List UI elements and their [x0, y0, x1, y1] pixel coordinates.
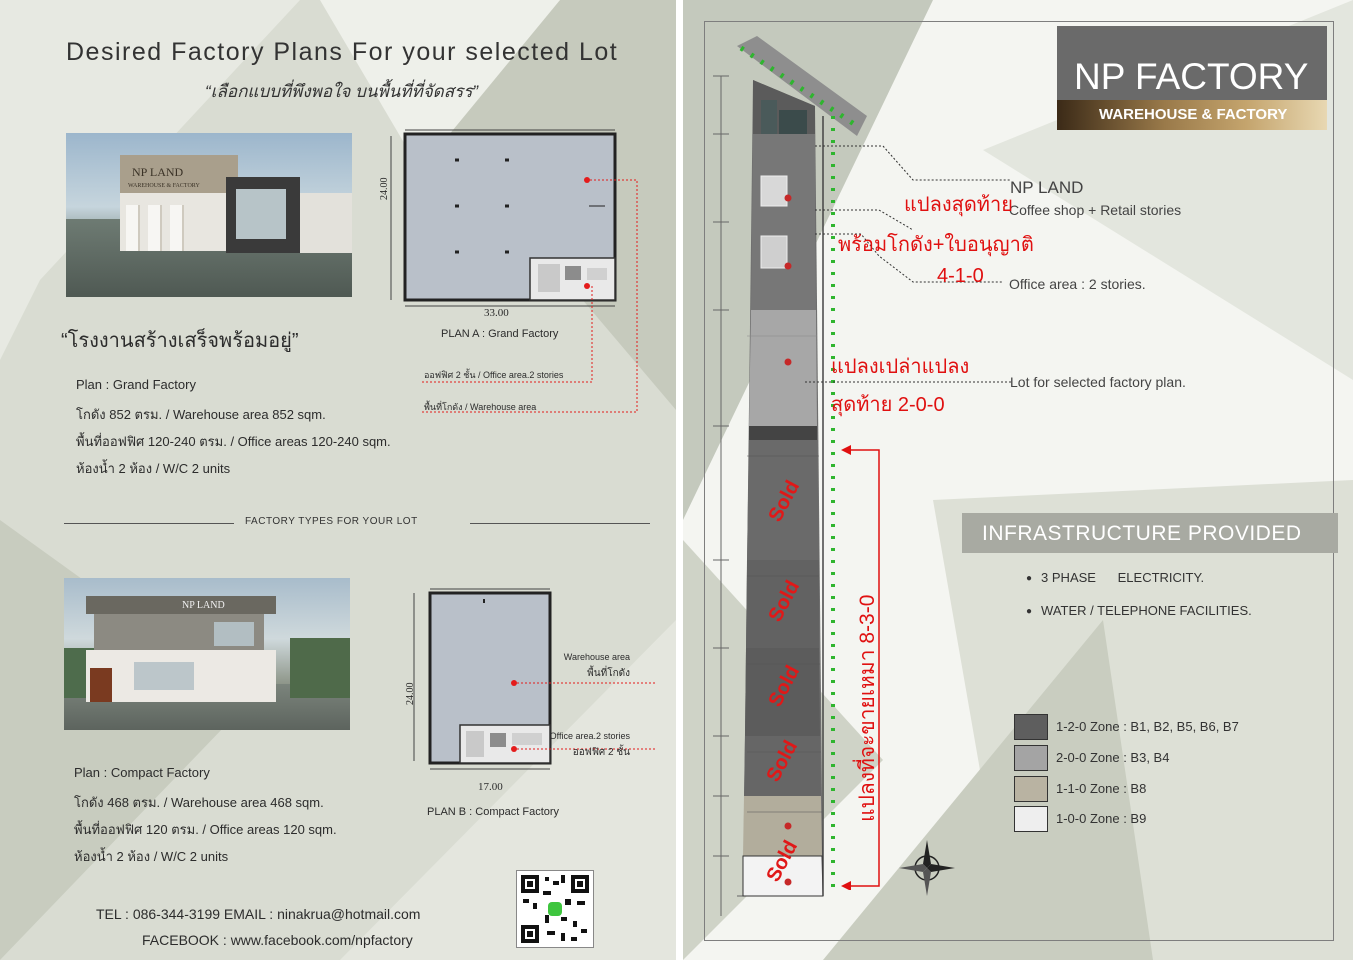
contact-line-2: FACEBOOK : www.facebook.com/npfactory — [142, 932, 413, 948]
contact-line-1: TEL : 086-344-3199 EMAIL : ninakrua@hotm… — [96, 906, 421, 922]
spec-line: พื้นที่ออฟฟิศ 120-240 ตรม. / Office area… — [76, 434, 391, 449]
leader-lines — [805, 145, 1011, 383]
spec-line: ห้องน้ำ 2 ห้อง / W/C 2 units — [76, 461, 231, 476]
office-area-label: Office area : 2 stories. — [1009, 276, 1146, 292]
spec-line: ห้องน้ำ 2 ห้อง / W/C 2 units — [74, 849, 229, 864]
legend-label: 1-0-0 Zone : B9 — [1056, 811, 1147, 826]
right-page: NP FACTORY WAREHOUSE & FACTORY — [683, 0, 1353, 960]
spec-line: โกดัง 468 ตรม. / Warehouse area 468 sqm. — [74, 795, 324, 810]
qr-code-icon[interactable] — [516, 870, 594, 948]
plan-b-callout-lines — [517, 682, 657, 750]
divider-line-left — [64, 523, 234, 524]
legend-swatch — [1014, 806, 1048, 832]
plan-b-callout-warehouse-th: พื้นที่โกดัง — [587, 668, 630, 679]
photo-sign-text: NP LAND — [132, 165, 184, 179]
divider-line-right — [470, 523, 650, 524]
plan-b-width-dim: 17.00 — [478, 781, 503, 793]
infra-title-box: INFRASTRUCTURE PROVIDED — [962, 513, 1338, 553]
divider-label: FACTORY TYPES FOR YOUR LOT — [245, 516, 418, 527]
brand-box: NP FACTORY WAREHOUSE & FACTORY — [1057, 26, 1327, 130]
plan-b-height-dim: 24.00 — [405, 682, 416, 706]
compass-icon — [899, 840, 955, 896]
spec-line: โกดัง 852 ตรม. / Warehouse area 852 sqm. — [76, 407, 326, 422]
plan-b-callout-warehouse-en: Warehouse area — [563, 652, 630, 662]
compact-factory-photo: NP LAND — [64, 578, 350, 730]
site-plan — [707, 36, 907, 926]
photo-sign-subtext: WAREHOUSE & FACTORY — [128, 183, 200, 189]
right-page-frame — [704, 21, 1334, 941]
coffee-shop-label: Coffee shop + Retail stories — [1009, 202, 1182, 218]
left-subtitle-thai: “เลือกแบบที่พึงพอใจ บนพื้นที่ที่จัดสรร” — [205, 82, 478, 101]
left-title: Desired Factory Plans For your selected … — [66, 38, 619, 66]
red-note-empty-plot-1: แปลงเปล่าแปลง — [831, 356, 970, 378]
photo-sign-text: NP LAND — [182, 600, 225, 611]
plan-b-drawing — [400, 585, 560, 785]
red-note-last-plot-2: พร้อมโกดัง+ใบอนุญาติ — [838, 234, 1034, 256]
tagline-thai: “โรงงานสร้างเสร็จพร้อมอยู่” — [61, 330, 299, 352]
legend-swatch — [1014, 776, 1048, 802]
plan-a-callout-office: ออฟฟิศ 2 ชั้น / Office area.2 stories — [424, 370, 564, 380]
infra-title: INFRASTRUCTURE PROVIDED — [982, 522, 1302, 545]
red-bracket-arrow — [841, 445, 880, 890]
spec-line: พื้นที่ออฟฟิศ 120 ตรม. / Office areas 12… — [74, 822, 337, 837]
plan-b-caption: PLAN B : Compact Factory — [427, 806, 560, 818]
legend-label: 1-2-0 Zone : B1, B2, B5, B6, B7 — [1056, 719, 1239, 734]
plan-a-caption: PLAN A : Grand Factory — [441, 328, 559, 340]
red-note-empty-plot-2: สุดท้าย 2-0-0 — [831, 394, 945, 416]
infra-item: 3 PHASE ELECTRICITY. — [1026, 570, 1204, 585]
brand-sub: WAREHOUSE & FACTORY — [1099, 106, 1288, 123]
left-page: Desired Factory Plans For your selected … — [0, 0, 676, 960]
grand-factory-photo: NP LAND WAREHOUSE & FACTORY — [66, 133, 352, 297]
red-note-last-plot-1: แปลงสุดท้าย — [904, 194, 1013, 216]
spec-line: Plan : Grand Factory — [76, 377, 196, 392]
plan-a-drawing — [375, 120, 620, 320]
legend-swatch — [1014, 745, 1048, 771]
plan-a-height-dim: 24.00 — [379, 177, 390, 201]
legend-label: 2-0-0 Zone : B3, B4 — [1056, 750, 1170, 765]
plan-b-callout-office-th: ออฟฟิศ 2 ชั้น — [572, 747, 630, 758]
brand-title: NP FACTORY — [1074, 56, 1309, 97]
brand-sub-bar — [1057, 100, 1327, 130]
spec-line: Plan : Compact Factory — [74, 765, 210, 780]
lot-selected-label: Lot for selected factory plan. — [1010, 374, 1186, 390]
red-note-last-plot-3: 4-1-0 — [937, 265, 984, 287]
legend-label: 1-1-0 Zone : B8 — [1056, 781, 1147, 796]
plan-a-callout-lines — [420, 179, 638, 413]
plan-a-callout-warehouse: พื้นที่โกดัง / Warehouse area — [424, 402, 537, 412]
plan-a-width-dim: 33.00 — [484, 307, 509, 319]
legend-swatch — [1014, 714, 1048, 740]
np-land-label: NP LAND — [1010, 178, 1084, 197]
plan-b-callout-office-en: Office area.2 stories — [549, 731, 630, 741]
infra-item: WATER / TELEPHONE FACILITIES. — [1026, 603, 1252, 618]
